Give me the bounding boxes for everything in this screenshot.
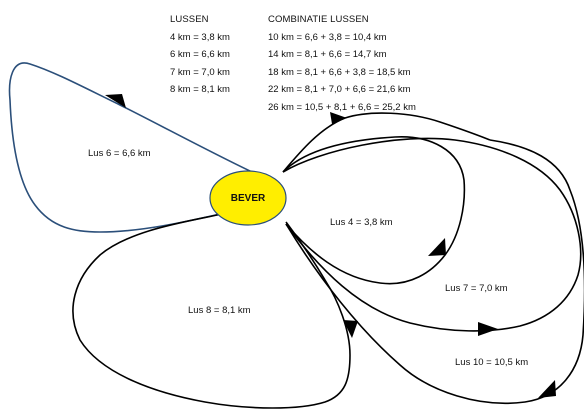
loop-6-label: Lus 6 = 6,6 km bbox=[88, 148, 151, 159]
combinatie-header: COMBINATIE LUSSEN bbox=[268, 14, 369, 25]
loop-7-path bbox=[282, 137, 582, 332]
loop-4-label: Lus 4 = 3,8 km bbox=[330, 217, 393, 228]
combinatie-item: 14 km = 8,1 + 6,6 = 14,7 km bbox=[268, 49, 387, 60]
loop-7-label: Lus 7 = 7,0 km bbox=[445, 283, 508, 294]
bever-label: BEVER bbox=[231, 193, 266, 204]
loop-6-path bbox=[8, 62, 253, 233]
lussen-item: 4 km = 3,8 km bbox=[170, 31, 230, 43]
combinatie-item: 18 km = 8,1 + 6,6 + 3,8 = 18,5 km bbox=[268, 66, 411, 78]
loop-top-arrow bbox=[330, 112, 347, 124]
loop-top-connector bbox=[282, 112, 491, 173]
loop-6-arrow bbox=[105, 94, 126, 108]
lussen-item: 7 km = 7,0 km bbox=[170, 66, 230, 78]
loop-7-arrow bbox=[478, 322, 498, 336]
loop-4-arrow bbox=[428, 238, 446, 256]
combinatie-item: 10 km = 6,6 + 3,8 = 10,4 km bbox=[268, 31, 387, 43]
loop-8-label: Lus 8 = 8,1 km bbox=[188, 305, 251, 316]
loop-10-arrow bbox=[538, 380, 556, 398]
lussen-item: 8 km = 8,1 km bbox=[170, 84, 230, 95]
combinatie-item: 26 km = 10,5 + 8,1 + 6,6 = 25,2 km bbox=[268, 101, 416, 113]
lussen-item: 6 km = 6,6 km bbox=[170, 49, 230, 60]
combinatie-legend: COMBINATIE LUSSEN 10 km = 6,6 + 3,8 = 10… bbox=[268, 11, 416, 116]
lussen-legend: LUSSEN 4 km = 3,8 km 6 km = 6,6 km 7 km … bbox=[170, 11, 230, 99]
loop-8-arrow bbox=[343, 320, 358, 338]
loop-10-label: Lus 10 = 10,5 km bbox=[455, 357, 528, 368]
combinatie-item: 22 km = 8,1 + 7,0 + 6,6 = 21,6 km bbox=[268, 84, 411, 95]
bever-center bbox=[209, 170, 287, 226]
lussen-header: LUSSEN bbox=[170, 14, 209, 25]
loop-4-path bbox=[282, 136, 466, 285]
loop-8-path bbox=[72, 213, 351, 409]
loop-10-path bbox=[285, 139, 584, 405]
